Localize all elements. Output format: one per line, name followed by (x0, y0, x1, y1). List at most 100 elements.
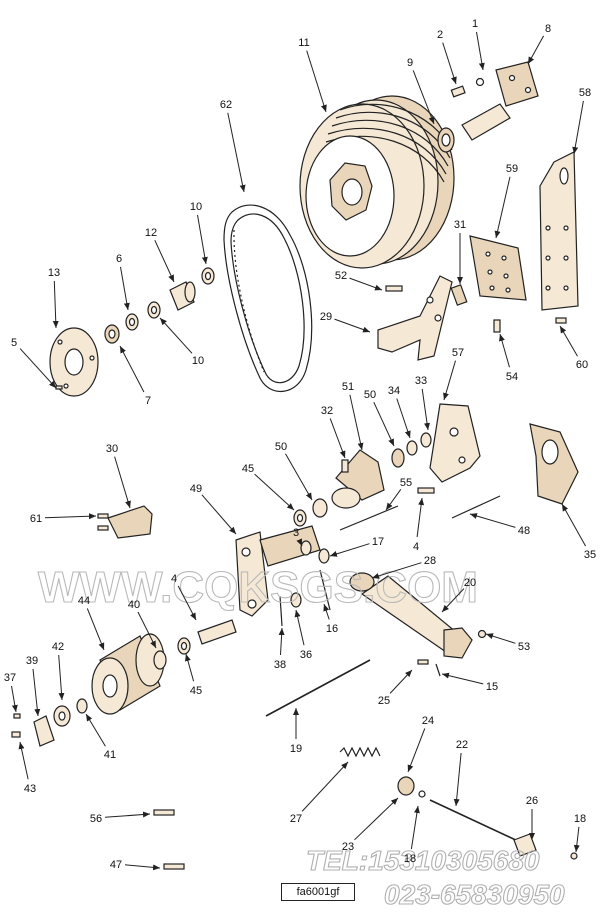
callout-leader-arrow (227, 112, 246, 193)
callout-c54: 54 (499, 333, 518, 383)
callout-leader-arrow (527, 35, 545, 65)
part-53-nut (477, 629, 487, 639)
part-50-bushing-upper (391, 448, 405, 468)
callout-leader-arrow (334, 318, 371, 333)
callout-leader-arrow (301, 761, 349, 812)
part-23-washer (418, 790, 426, 798)
part-1-washer (475, 77, 485, 87)
callout-leader-arrow (278, 627, 285, 656)
part-5-screw (55, 385, 63, 390)
callout-c22: 22 (453, 739, 468, 807)
callout-leader-arrow (114, 456, 131, 509)
callout-label: 56 (90, 813, 102, 825)
callout-c28: 28 (371, 555, 436, 579)
callout-c45a: 45 (242, 463, 295, 511)
part-38-bolt (279, 595, 283, 627)
callout-c52: 52 (335, 270, 383, 291)
part-10-ring-upper (201, 267, 215, 285)
callout-c55: 55 (385, 477, 412, 511)
callout-label: 45 (242, 463, 254, 475)
callout-c36: 36 (294, 609, 312, 661)
part-54-bolt (493, 319, 501, 333)
figure-code: fa6001gf (281, 883, 355, 901)
callout-leader-arrow (416, 497, 425, 538)
callout-label: 1 (472, 18, 478, 30)
callout-leader-arrow (184, 653, 195, 682)
callout-leader-arrow (306, 50, 327, 113)
callout-label: 60 (576, 359, 588, 371)
callout-c2: 2 (437, 29, 457, 85)
part-42-seal (53, 705, 71, 727)
callout-label: 34 (388, 385, 400, 397)
callout-leader-arrow (573, 826, 580, 853)
callout-label: 22 (456, 739, 468, 751)
callout-leader-arrow (485, 633, 516, 644)
callout-label: 29 (320, 311, 332, 323)
callout-leader-arrow (32, 668, 41, 717)
callout-c41: 41 (85, 713, 116, 761)
part-20-arm (360, 575, 473, 659)
callout-c53: 53 (485, 633, 530, 653)
callout-c48: 48 (469, 513, 530, 537)
callout-leader-arrow (86, 608, 105, 651)
callout-label: 37 (4, 672, 16, 684)
callout-leader-arrow (453, 752, 462, 807)
callout-leader-arrow (396, 398, 411, 439)
part-44-idler-pulley (91, 633, 165, 715)
callout-c35: 35 (561, 503, 596, 561)
callout-leader-arrow (52, 280, 59, 329)
callout-c34: 34 (388, 385, 411, 439)
callout-leader-arrow (572, 100, 584, 155)
callout-label: 42 (52, 641, 64, 653)
callout-c20: 20 (441, 577, 476, 613)
callout-label: 18 (574, 813, 586, 825)
callout-leader-arrow (421, 388, 430, 431)
part-52-bolt (385, 285, 403, 292)
callout-label: 12 (145, 227, 157, 239)
part-59-bracket (469, 235, 527, 301)
callout-label: 57 (452, 347, 464, 359)
callout-label: 4 (413, 541, 419, 553)
callout-leader-arrow (329, 543, 370, 557)
callout-label: 3 (293, 527, 299, 539)
callout-leader-arrow (441, 672, 484, 685)
callout-c47: 47 (110, 859, 161, 871)
callout-c60: 60 (559, 325, 588, 371)
callout-c31: 31 (454, 219, 466, 284)
callout-c16: 16 (323, 603, 338, 635)
callout-leader-arrow (561, 503, 587, 547)
callout-c25: 25 (378, 669, 413, 707)
callout-leader-arrow (559, 325, 578, 357)
callout-leader-arrow (104, 811, 151, 818)
callout-label: 10 (190, 201, 202, 213)
callout-c18a: 18 (404, 805, 420, 865)
callout-c1: 1 (472, 18, 485, 71)
part-19-rod (265, 659, 371, 717)
callout-c3: 3 (293, 527, 303, 547)
callout-c11: 11 (298, 37, 327, 113)
callout-label: 4 (171, 573, 177, 585)
callout-label: 23 (342, 841, 354, 853)
callout-c29: 29 (320, 311, 371, 333)
part-56-bolt (153, 809, 175, 816)
callout-label: 28 (424, 555, 436, 567)
callout-label: 11 (298, 37, 309, 49)
callout-label: 50 (275, 441, 287, 453)
callout-label: 5 (11, 337, 17, 349)
callout-label: 45 (190, 685, 202, 697)
part-7-nut (104, 324, 120, 344)
part-9-bearing (437, 127, 455, 153)
callout-c49: 49 (190, 483, 237, 535)
callout-leader-arrow (159, 317, 193, 354)
callout-leader-arrow (120, 266, 130, 311)
part-40-bearing (153, 650, 167, 670)
part-45-washer-lower (177, 637, 191, 655)
callout-leader-arrow (19, 348, 57, 389)
callout-leader-arrow (119, 345, 145, 393)
callout-leader-arrow (296, 538, 303, 547)
callout-leader-arrow (499, 333, 510, 368)
part-11-grooved-pulley (299, 95, 455, 269)
callout-c39: 39 (26, 655, 41, 717)
